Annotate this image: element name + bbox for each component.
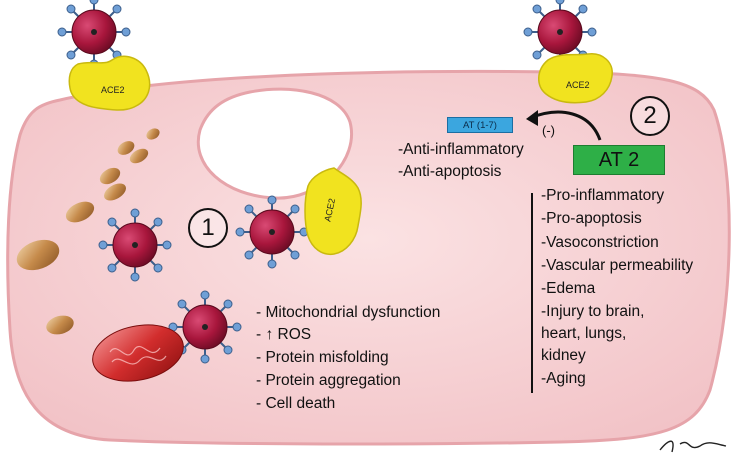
damage-effect: - ↑ ROS <box>256 326 312 343</box>
damage-effect: - Protein aggregation <box>256 372 401 389</box>
marker-1: 1 <box>188 208 228 248</box>
at2-effect: -Pro-apoptosis <box>541 210 642 227</box>
ace2-label-right: ACE2 <box>566 80 590 90</box>
inhibit-label: (-) <box>542 123 555 138</box>
at2-effect: -Vascular permeability <box>541 257 694 274</box>
at2-effect: -Pro-inflammatory <box>541 187 665 204</box>
at2-effect: -Injury to brain, <box>541 303 645 320</box>
virus-center <box>235 195 309 269</box>
at17-effect: -Anti-apoptosis <box>398 163 502 180</box>
ace2-receptor-center <box>304 167 362 256</box>
virus-left <box>98 208 172 282</box>
ace2-receptor-left <box>68 55 151 111</box>
signature <box>659 440 727 453</box>
inhibition-arrowhead <box>526 110 538 126</box>
damage-effect: - Mitochondrial dysfunction <box>256 304 441 321</box>
at17-effect: -Anti-inflammatory <box>398 141 524 158</box>
at17-box: AT (1-7) <box>447 117 513 133</box>
ace2-label-left: ACE2 <box>101 85 125 95</box>
at2-effect: heart, lungs, <box>541 325 627 342</box>
mitochondria-group <box>16 128 184 382</box>
inhibition-arrow <box>529 110 602 141</box>
marker-2: 2 <box>630 96 670 136</box>
at2-effect: -Edema <box>541 280 596 297</box>
ace2-receptor-right <box>538 53 613 104</box>
at2-effects-divider <box>531 193 533 393</box>
at2-box: AT 2 <box>573 145 665 175</box>
at2-effect: -Aging <box>541 370 586 387</box>
damage-effect: - Cell death <box>256 395 336 412</box>
damage-effect: - Protein misfolding <box>256 349 389 366</box>
at2-effect: kidney <box>541 347 586 364</box>
at2-effect: -Vasoconstriction <box>541 234 659 251</box>
